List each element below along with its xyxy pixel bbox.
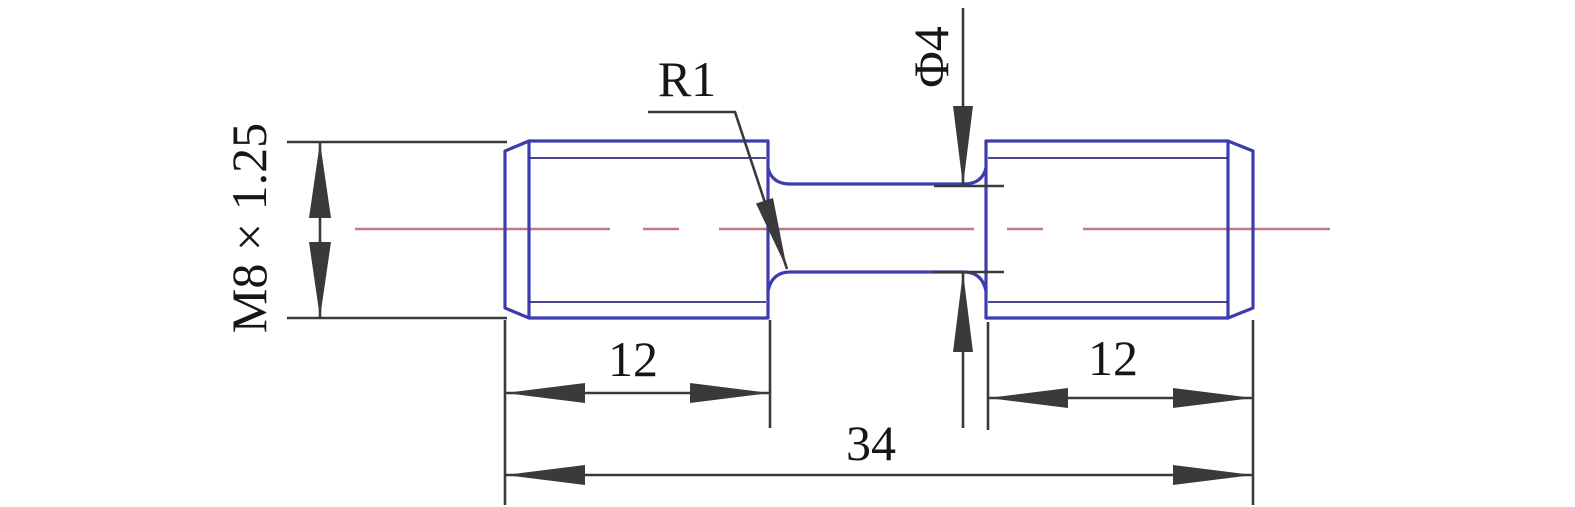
dim34-arrowhead-right bbox=[1173, 465, 1253, 485]
thread-spec-label: M8 × 1.25 bbox=[221, 123, 277, 333]
neck-section bbox=[766, 166, 988, 293]
dim34-arrowhead-left bbox=[505, 465, 585, 485]
dimension-right-length: 12 bbox=[988, 330, 1253, 408]
m8-arrowhead-up bbox=[309, 142, 331, 218]
right-length-label: 12 bbox=[1088, 330, 1138, 386]
dimension-left-length: 12 bbox=[505, 331, 770, 403]
phi4-arrowhead-up bbox=[953, 272, 973, 352]
dimension-thread-spec: M8 × 1.25 bbox=[221, 123, 507, 333]
r1-arrowhead bbox=[756, 198, 787, 269]
right-thread-section bbox=[984, 139, 1255, 320]
neck-top-edge bbox=[766, 166, 988, 186]
dimension-fillet-radius: R1 bbox=[648, 51, 789, 270]
neck-diameter-label: Φ4 bbox=[903, 26, 959, 88]
dimension-overall-length: 34 bbox=[505, 415, 1253, 485]
left12-arrowhead-right bbox=[690, 383, 770, 403]
dimension-neck-diameter: Φ4 bbox=[903, 8, 1004, 428]
phi4-arrowhead-down bbox=[953, 106, 973, 186]
m8-arrowhead-down bbox=[309, 242, 331, 318]
neck-bottom-edge bbox=[766, 270, 988, 293]
overall-length-label: 34 bbox=[846, 415, 896, 471]
left-length-label: 12 bbox=[608, 331, 658, 387]
left12-arrowhead-left bbox=[505, 383, 585, 403]
right12-arrowhead-right bbox=[1173, 388, 1253, 408]
r1-leader-line bbox=[648, 110, 789, 270]
fillet-radius-label: R1 bbox=[658, 51, 716, 107]
right12-arrowhead-left bbox=[988, 388, 1068, 408]
left-thread-section bbox=[503, 139, 770, 320]
